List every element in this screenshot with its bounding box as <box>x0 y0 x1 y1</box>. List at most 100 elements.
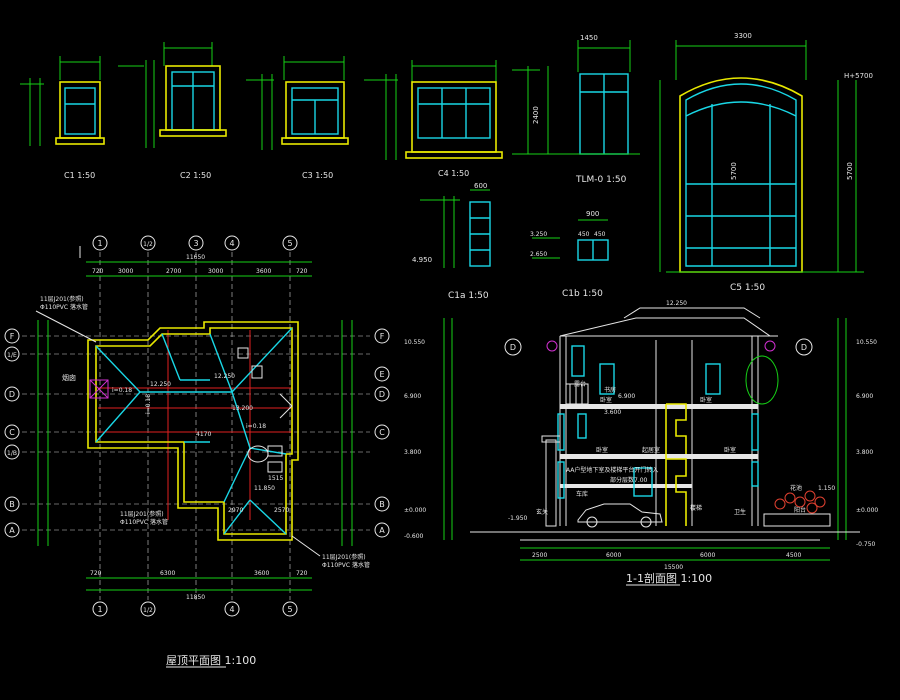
section-overall: 15500 <box>664 564 683 571</box>
axis-left-c: C <box>9 428 15 437</box>
plan-dims-top: 720 3000 2700 3000 3600 720 11650 <box>92 254 308 275</box>
c1b-dim-b: 450 <box>594 231 606 238</box>
c1b-label: C1b 1:50 <box>562 289 603 299</box>
c3-label: C3 1:50 <box>302 171 333 180</box>
section-room-6: 车库 <box>576 490 588 498</box>
roof-plan <box>22 246 370 600</box>
plan-slope-b: i=0.18 <box>145 394 152 414</box>
axis-left-b: B <box>9 500 15 509</box>
axis-right-a: A <box>379 526 385 535</box>
c1b-level-a: 3.250 <box>530 231 547 238</box>
section-dim-2: 6000 <box>700 552 715 559</box>
axis-left-1e: 1/E <box>7 352 17 359</box>
section-room-8: 玄关 <box>536 508 548 516</box>
axis-right-f: F <box>380 332 385 341</box>
cabinet-detail-c1b <box>532 219 609 261</box>
section-room-12: 卫生 <box>734 508 746 516</box>
axis-left-1b: 1/B <box>7 450 17 457</box>
section-lvl-left-0: 10.550 <box>404 339 425 346</box>
axis-bottom-1: 1 <box>97 605 102 614</box>
cabinet-detail-c1a <box>420 189 491 268</box>
section-lvl-left-3: ±0.000 <box>404 507 426 514</box>
plan-dim-bottom-2: 3600 <box>254 570 269 577</box>
plan-dim-bottom-0: 720 <box>90 570 102 577</box>
section-dim-3: 4500 <box>786 552 801 559</box>
section-note: AA户型地下室及楼梯平台开门转入 <box>566 466 658 474</box>
section-labels: 12.250 卧室 卧室 卧室 卧室 起居室 车库 露台 玄关 楼梯 书房 阳台… <box>508 300 835 522</box>
c1a-width: 600 <box>474 182 487 190</box>
plan-elev-c: 13.200 <box>232 405 253 412</box>
section-room-7: 露台 <box>574 380 586 388</box>
section-room-4: 卧室 <box>724 446 736 454</box>
tlm-label: TLM-0 1:50 <box>575 175 627 185</box>
section-lvl-right-2: 3.800 <box>856 449 873 456</box>
plan-dim-bottom-3: 720 <box>296 570 308 577</box>
tlm-height-dim: 2400 <box>532 106 540 124</box>
section-1-1 <box>443 307 860 561</box>
plan-axes-right: F E D C B A <box>374 328 390 538</box>
plan-dim-4170: 4170 <box>196 431 211 438</box>
plan-annotation-1b: Φ110PVC 落水管 <box>40 303 88 311</box>
plan-dim-top-3: 3000 <box>208 268 223 275</box>
window-detail-c1 <box>20 56 105 146</box>
c1-label: C1 1:50 <box>64 171 95 180</box>
plan-axes-top: 1 1/2 3 4 5 <box>92 235 298 251</box>
plan-annotation-2: 11层J201(参照) <box>120 510 164 518</box>
plan-dim-top-2: 2700 <box>166 268 181 275</box>
plan-axes-left: F 1/E D C 1/B B A <box>4 328 20 538</box>
section-dim-0: 2500 <box>532 552 547 559</box>
plan-overall-bottom: 11850 <box>186 594 205 601</box>
section-room-10: 书房 <box>604 386 616 394</box>
section-title: 1-1剖面图 1:100 <box>626 571 712 585</box>
axis-top-5: 5 <box>287 239 292 248</box>
section-door-lvl: 1.150 <box>818 485 835 492</box>
c5-level: H+5700 <box>844 72 873 80</box>
plan-elev-b: 12.250 <box>214 373 235 380</box>
section-dim-1: 6000 <box>606 552 621 559</box>
section-top-elev: 12.250 <box>666 300 687 307</box>
axis-bottom-2: 1/2 <box>143 607 153 614</box>
window-detail-c3 <box>246 56 349 150</box>
plan-title: 屋顶平面图 1:100 <box>166 654 256 667</box>
plan-annotation-2b: Φ110PVC 落水管 <box>120 518 168 526</box>
plan-slope-a: i=0.18 <box>112 387 132 394</box>
plan-annotations: 11层J201(参照) Φ110PVC 落水管 11层J201(参照) Φ110… <box>35 295 370 569</box>
axis-top-3: 3 <box>193 239 198 248</box>
plan-annotation-3b: Φ110PVC 落水管 <box>322 561 370 569</box>
section-levels-right: 10.550 6.900 3.800 ±0.000 -0.750 <box>856 339 878 548</box>
axis-top-1: 1 <box>97 239 102 248</box>
axis-bottom-5: 5 <box>287 605 292 614</box>
section-axis-left-bubble <box>504 338 522 356</box>
axis-right-c: C <box>379 428 385 437</box>
section-room-9: 楼梯 <box>690 504 702 512</box>
c1a-label: C1a 1:50 <box>448 291 489 301</box>
section-inner-lvl-b: 6.900 <box>618 393 635 400</box>
section-lvl-right-0: 10.550 <box>856 339 877 346</box>
axis-top-4: 4 <box>229 239 234 248</box>
section-room-11: 阳台 <box>794 506 806 514</box>
section-note3: 花池 <box>790 484 802 492</box>
plan-axes-bottom: 1 1/2 4 5 <box>92 601 298 617</box>
plan-dims-bottom: 720 6300 3600 720 11850 <box>90 570 308 601</box>
plan-dim-top-4: 3600 <box>256 268 271 275</box>
section-axis-left: D <box>510 343 516 352</box>
axis-left-a: A <box>9 526 15 535</box>
section-lvl-right-3: ±0.000 <box>856 507 878 514</box>
c5-height-dim: 5700 <box>730 162 738 180</box>
plan-slope-c: i=0.18 <box>246 423 266 430</box>
c1b-level-b: 2.650 <box>530 251 547 258</box>
plan-overall-top: 11650 <box>186 254 205 261</box>
c5-label: C5 1:50 <box>730 283 765 293</box>
plan-elev-a: 12.250 <box>150 381 171 388</box>
c1b-width: 900 <box>586 210 599 218</box>
section-note2: 部分层数7.00 <box>610 476 648 484</box>
section-levels-left: 10.550 6.900 3.800 ±0.000 -0.600 <box>404 339 426 540</box>
section-inner-lvl-a: 3.600 <box>604 409 621 416</box>
window-detail-c4 <box>364 60 503 160</box>
section-axis-right: D <box>801 343 807 352</box>
section-lvl-right-4: -0.750 <box>856 541 876 548</box>
section-lvl-left-2: 3.800 <box>404 449 421 456</box>
section-room-3: 卧室 <box>596 446 608 454</box>
c4-label: C4 1:50 <box>438 169 469 178</box>
